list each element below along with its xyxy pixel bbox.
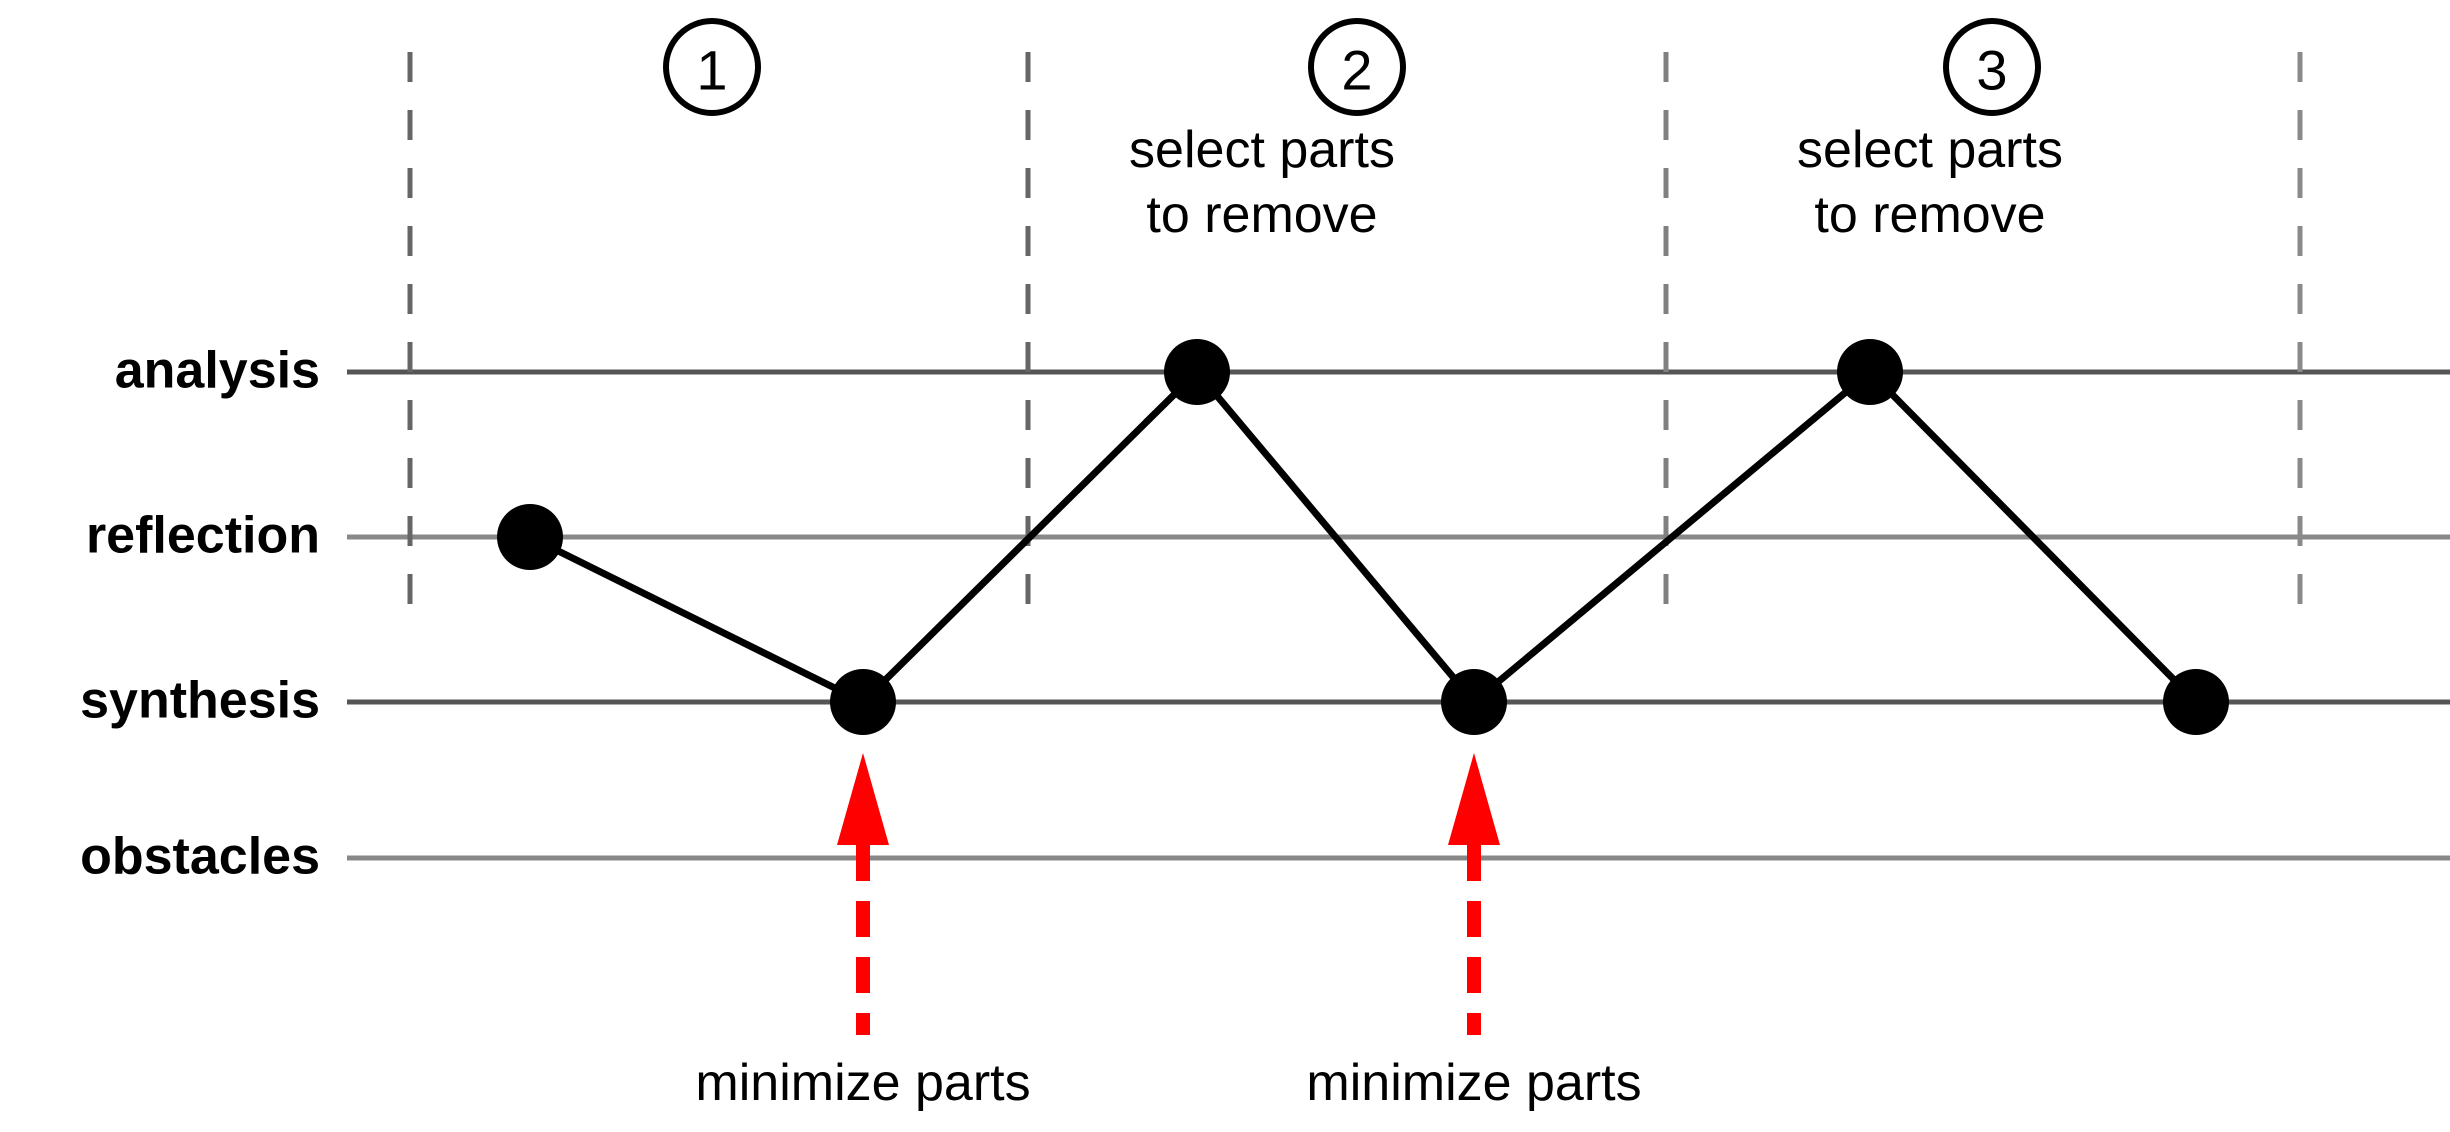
row-label-analysis: analysis <box>115 342 320 400</box>
stage-badge-3[interactable]: 3 <box>1943 18 2041 116</box>
stage-badge-label: 3 <box>1976 39 2007 102</box>
callout-captions: minimize parts minimize parts <box>695 1054 1641 1112</box>
row-label-synthesis: synthesis <box>80 672 320 730</box>
data-point[interactable] <box>1164 339 1230 405</box>
callout-caption: minimize parts <box>695 1054 1030 1112</box>
stage-badge-circle <box>1943 18 2041 116</box>
stage-badge-circle <box>663 18 761 116</box>
stage-badge-2[interactable]: 2 <box>1308 18 1406 116</box>
annotation-line-2: to remove <box>1146 186 1377 244</box>
process-path <box>526 368 2200 706</box>
callout-arrow-icon <box>837 753 889 845</box>
annotation-line-1: select parts <box>1129 121 1395 179</box>
data-point[interactable] <box>1441 669 1507 735</box>
stage-badges: 1 2 3 <box>663 18 2041 116</box>
callout-arrow-icon <box>1448 753 1500 845</box>
callout-caption: minimize parts <box>1306 1054 1641 1112</box>
stage-badge-1[interactable]: 1 <box>663 18 761 116</box>
stage-annotations: select parts to remove select parts to r… <box>1129 121 2063 244</box>
annotation-line-2: to remove <box>1814 186 2045 244</box>
row-label-reflection: reflection <box>86 507 320 565</box>
callout-minimize-parts-1 <box>837 753 889 1035</box>
row-label-obstacles: obstacles <box>80 828 320 886</box>
process-path-line <box>526 368 2200 706</box>
row-labels: analysis reflection synthesis obstacles <box>80 342 320 886</box>
data-points <box>497 339 2229 735</box>
data-point[interactable] <box>2163 669 2229 735</box>
stage-dividers <box>407 52 2303 620</box>
data-point[interactable] <box>1837 339 1903 405</box>
stage-badge-label: 2 <box>1341 39 1372 102</box>
data-point[interactable] <box>497 504 563 570</box>
data-point[interactable] <box>830 669 896 735</box>
stage-badge-circle <box>1308 18 1406 116</box>
callout-minimize-parts-2 <box>1448 753 1500 1035</box>
annotation-line-1: select parts <box>1797 121 2063 179</box>
row-baselines <box>347 369 2450 861</box>
stage-badge-label: 1 <box>696 39 727 102</box>
